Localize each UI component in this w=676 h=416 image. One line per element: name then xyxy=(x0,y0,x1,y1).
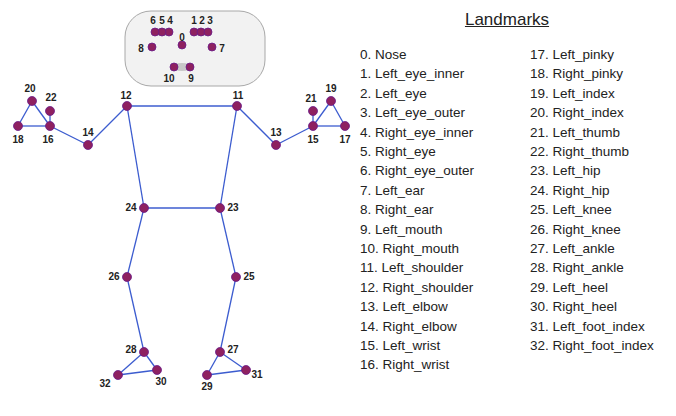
landmark-name: 2. Left_eye xyxy=(360,87,427,102)
landmark-name: 10. Right_mouth xyxy=(360,242,459,257)
callout-number: 26 xyxy=(108,272,119,282)
callout-number: 9 xyxy=(188,74,194,84)
callout-number: 13 xyxy=(270,128,281,138)
landmark-name: 17. Left_pinky xyxy=(530,48,614,63)
callout-number: 20 xyxy=(24,84,35,94)
landmark-name: 5. Right_eye xyxy=(360,145,436,160)
callout-number: 32 xyxy=(99,379,110,389)
callout-number: 23 xyxy=(227,203,238,213)
landmark-name: 9. Left_mouth xyxy=(360,223,443,238)
landmark-name: 3. Left_eye_outer xyxy=(360,106,465,121)
landmark-name: 14. Right_elbow xyxy=(360,320,457,335)
landmark-dots xyxy=(14,28,350,380)
landmark-name: 24. Right_hip xyxy=(530,184,610,199)
legend-title: Landmarks xyxy=(465,10,549,30)
head-outline xyxy=(125,11,265,86)
landmark-name: 30. Right_heel xyxy=(530,300,617,315)
landmark-name: 22. Right_thumb xyxy=(530,145,629,160)
callout-number: 24 xyxy=(125,203,136,213)
landmark-name: 8. Right_ear xyxy=(360,203,434,218)
landmark-name: 19. Left_index xyxy=(530,87,615,102)
callout-number: 8 xyxy=(138,44,144,54)
callout-number: 7 xyxy=(219,44,225,54)
landmark-name: 0. Nose xyxy=(360,48,407,63)
callout-number: 6 xyxy=(150,16,156,26)
landmark-name: 18. Right_pinky xyxy=(530,67,623,82)
callout-number: 27 xyxy=(227,345,238,355)
callout-number: 17 xyxy=(339,135,350,145)
callout-number: 5 xyxy=(159,16,165,26)
landmark-name: 28. Right_ankle xyxy=(530,261,624,276)
callout-number: 2 xyxy=(199,16,205,26)
callout-number: 31 xyxy=(251,370,262,380)
callout-number: 22 xyxy=(45,93,56,103)
landmark-name: 7. Left_ear xyxy=(360,184,425,199)
face-features xyxy=(153,28,210,71)
landmark-name: 31. Left_foot_index xyxy=(530,320,645,335)
callout-number: 14 xyxy=(82,128,93,138)
callout-number: 21 xyxy=(305,94,316,104)
callout-number: 16 xyxy=(42,135,53,145)
landmark-name: 1. Left_eye_inner xyxy=(360,67,464,82)
callout-number: 4 xyxy=(167,16,173,26)
landmark-name: 26. Right_knee xyxy=(530,223,621,238)
landmark-name: 20. Right_index xyxy=(530,106,624,121)
callout-number: 29 xyxy=(201,382,212,392)
callout-number: 11 xyxy=(233,91,244,101)
callout-number: 12 xyxy=(120,91,131,101)
landmark-name: 29. Left_heel xyxy=(530,281,608,296)
landmark-name: 6. Right_eye_outer xyxy=(360,164,474,179)
skeleton-lines xyxy=(18,101,345,375)
callout-number: 28 xyxy=(125,345,136,355)
landmark-name: 12. Right_shoulder xyxy=(360,281,473,296)
callout-number: 10 xyxy=(163,74,174,84)
landmark-name: 11. Left_shoulder xyxy=(360,261,463,276)
landmark-name: 16. Right_wrist xyxy=(360,358,449,373)
landmark-name: 13. Left_elbow xyxy=(360,300,448,315)
callout-number: 30 xyxy=(155,377,166,387)
callout-number: 18 xyxy=(12,135,23,145)
landmark-name: 4. Right_eye_inner xyxy=(360,126,473,141)
landmark-name: 25. Left_knee xyxy=(530,203,612,218)
landmark-name: 21. Left_thumb xyxy=(530,126,620,141)
landmark-name: 32. Right_foot_index xyxy=(530,339,654,354)
callout-number: 15 xyxy=(307,135,318,145)
landmark-name: 23. Left_hip xyxy=(530,164,601,179)
landmark-name: 27. Left_ankle xyxy=(530,242,615,257)
callout-number: 19 xyxy=(325,84,336,94)
callout-number: 0 xyxy=(179,33,185,43)
callout-number: 3 xyxy=(207,16,213,26)
landmark-name: 15. Left_wrist xyxy=(360,339,440,354)
callout-number: 1 xyxy=(191,16,197,26)
callout-number: 25 xyxy=(243,272,254,282)
